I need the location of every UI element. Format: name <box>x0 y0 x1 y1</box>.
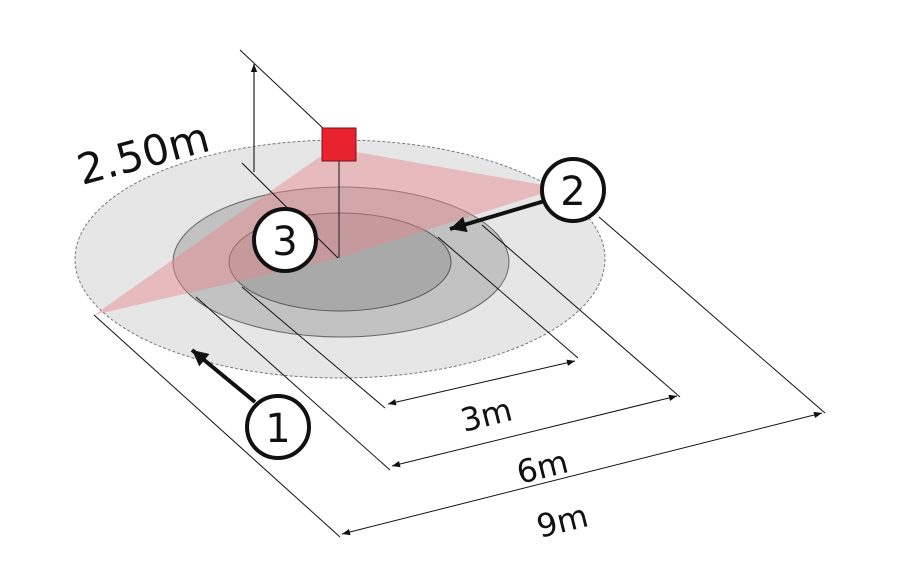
dimension-label-3m: 3m <box>457 390 516 439</box>
callout-2-label: 2 <box>560 169 585 215</box>
callout-1-label: 1 <box>265 406 290 452</box>
callout-3-label: 3 <box>272 219 297 265</box>
callout-2: 2 <box>540 157 606 223</box>
dimension-label-6m: 6m <box>513 442 572 491</box>
detection-cone <box>94 150 560 315</box>
callout-2-arrow <box>449 198 549 233</box>
sensor-icon <box>321 127 357 162</box>
dimension-label-9m: 9m <box>533 496 592 545</box>
callout-1: 1 <box>245 394 311 460</box>
callout-1-arrow <box>190 348 257 404</box>
extension-lines <box>93 216 826 538</box>
height-extension-line-top <box>239 49 326 131</box>
callout-3: 3 <box>252 207 318 273</box>
dimension-line-9m <box>341 411 823 536</box>
